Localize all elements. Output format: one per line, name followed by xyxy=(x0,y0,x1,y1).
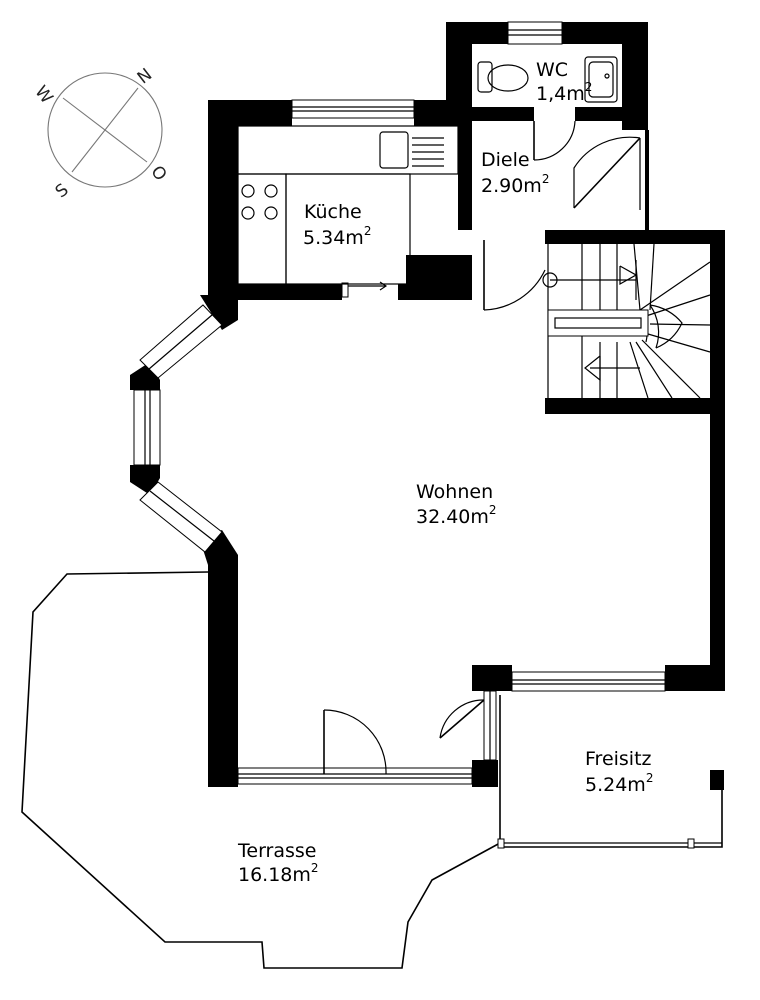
compass-north-label: N xyxy=(134,65,156,89)
room-label-diele: Diele 2.90m2 xyxy=(481,149,549,197)
kueche-area: 5.34m xyxy=(303,227,364,249)
svg-text:32.40m2: 32.40m2 xyxy=(416,503,497,528)
freisitz-outline xyxy=(499,695,723,848)
svg-text:2.90m2: 2.90m2 xyxy=(481,172,549,197)
compass-south-label: S xyxy=(52,180,73,202)
kueche-name: Küche xyxy=(304,201,362,223)
bay-windows xyxy=(133,304,223,553)
room-label-freisitz: Freisitz 5.24m2 xyxy=(585,748,653,796)
freisitz-area: 5.24m xyxy=(585,774,646,796)
room-label-terrasse: Terrasse 16.18m2 xyxy=(237,840,319,886)
terrasse-area-exp: 2 xyxy=(311,861,319,875)
wc-area-exp: 2 xyxy=(585,80,593,94)
compass-west-label: W xyxy=(30,82,56,108)
room-label-kueche: Küche 5.34m2 xyxy=(303,201,371,249)
diele-area: 2.90m xyxy=(481,175,542,197)
kueche-area-exp: 2 xyxy=(364,224,372,238)
svg-text:5.34m2: 5.34m2 xyxy=(303,224,371,249)
wohnen-area: 32.40m xyxy=(416,506,489,528)
svg-text:16.18m2: 16.18m2 xyxy=(238,861,319,886)
wc-fixtures xyxy=(477,56,618,103)
terrasse-area: 16.18m xyxy=(238,864,311,886)
wohnen-name: Wohnen xyxy=(416,481,493,503)
freisitz-area-exp: 2 xyxy=(646,771,654,785)
freisitz-name: Freisitz xyxy=(585,748,652,770)
wc-area: 1,4m xyxy=(536,83,585,105)
room-label-wohnen: Wohnen 32.40m2 xyxy=(416,481,497,528)
staircase xyxy=(542,243,711,399)
svg-text:1,4m2: 1,4m2 xyxy=(536,80,592,105)
room-label-wc: WC 1,4m2 xyxy=(536,59,592,105)
diele-area-exp: 2 xyxy=(542,172,550,186)
compass: N W S O xyxy=(30,65,170,203)
svg-text:5.24m2: 5.24m2 xyxy=(585,771,653,796)
kitchen-fixtures xyxy=(237,125,459,285)
diele-name: Diele xyxy=(481,149,530,171)
doors xyxy=(323,120,641,775)
walls xyxy=(130,22,725,790)
windows xyxy=(237,21,666,785)
terrace-outline xyxy=(21,571,501,969)
terrasse-name: Terrasse xyxy=(237,840,317,862)
wc-name: WC xyxy=(536,59,568,81)
wohnen-area-exp: 2 xyxy=(489,503,497,517)
